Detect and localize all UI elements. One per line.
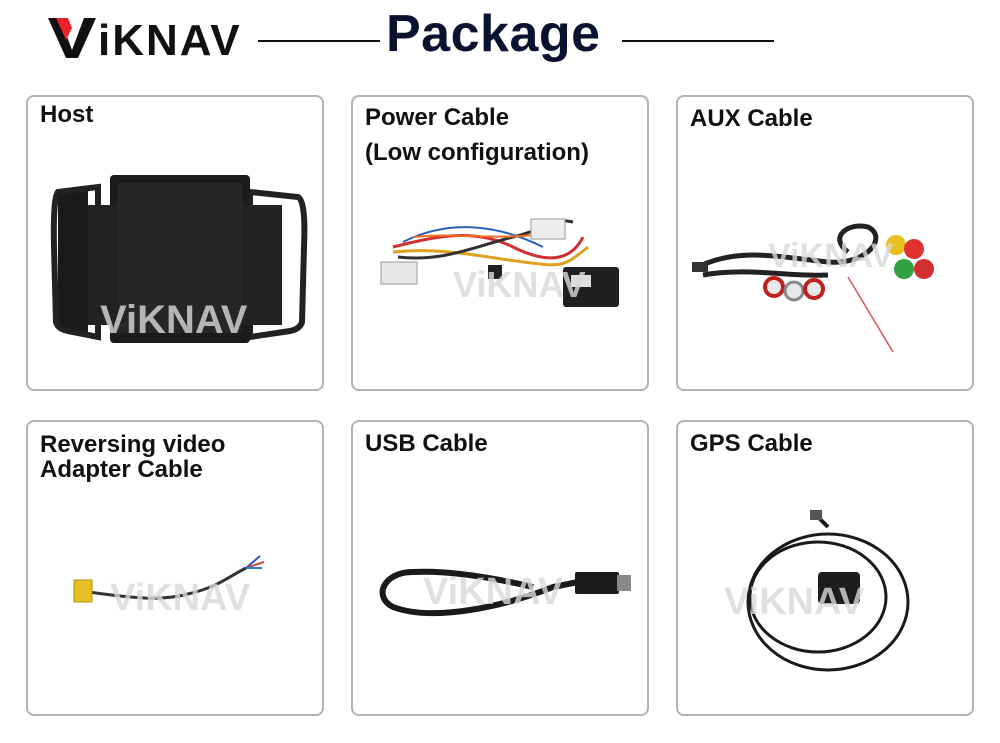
svg-text:iKNAV: iKNAV xyxy=(98,16,242,62)
item-label: Power Cable (Low configuration) xyxy=(365,104,589,166)
svg-text:ViKNAV: ViKNAV xyxy=(724,581,865,623)
svg-text:ViKNAV: ViKNAV xyxy=(110,577,251,619)
package-item-usb-cable: ViKNAV USB Cable xyxy=(351,420,649,716)
item-label: AUX Cable xyxy=(690,105,813,132)
tablet-head-unit-icon: ViKNAV xyxy=(50,175,308,343)
usb-cable-icon: ViKNAV xyxy=(379,568,631,617)
header-rule-right xyxy=(622,40,774,42)
package-item-reversing-video-cable: ViKNAV Reversing video Adapter Cable xyxy=(26,420,324,716)
svg-text:ViKNAV: ViKNAV xyxy=(453,264,586,305)
svg-text:ViKNAV: ViKNAV xyxy=(768,237,894,275)
package-item-host: ViKNAV Host xyxy=(26,95,324,391)
aux-cable-icon: ViKNAV xyxy=(692,223,934,353)
power-harness-icon: ViKNAV xyxy=(380,218,619,307)
package-item-gps-cable: ViKNAV GPS Cable xyxy=(676,420,974,716)
reverse-video-cable-icon: ViKNAV xyxy=(73,555,265,619)
item-label: USB Cable xyxy=(365,430,488,457)
header-rule-left xyxy=(258,40,380,42)
item-label: Host xyxy=(40,101,94,128)
item-label: Reversing video Adapter Cable xyxy=(40,431,226,484)
viknav-logo: iKNAV xyxy=(48,16,242,62)
gps-antenna-icon: ViKNAV xyxy=(724,510,910,672)
page-title: Package xyxy=(386,5,601,63)
package-item-aux-cable: ViKNAV AUX Cable xyxy=(676,95,974,391)
item-label: GPS Cable xyxy=(690,430,813,457)
svg-text:ViKNAV: ViKNAV xyxy=(423,571,564,613)
svg-text:ViKNAV: ViKNAV xyxy=(100,298,248,342)
package-item-power-cable: ViKNAV Power Cable (Low configuration) xyxy=(351,95,649,391)
